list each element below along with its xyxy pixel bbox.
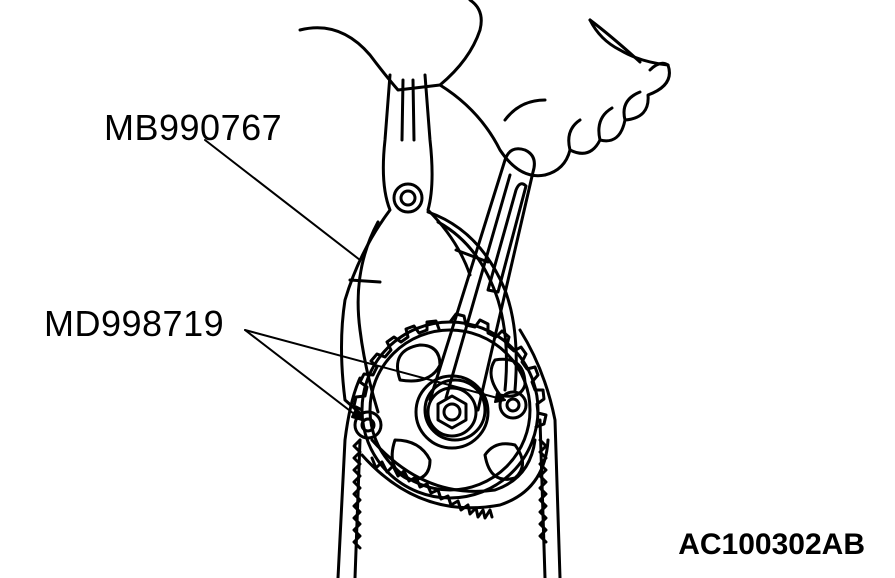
wrench <box>423 147 536 442</box>
leader-lines <box>204 139 506 421</box>
figure-id: AC100302AB <box>678 528 865 561</box>
camshaft-sprocket <box>352 312 548 500</box>
leader-md998719-left <box>244 329 363 421</box>
hand <box>298 0 671 178</box>
leader-md998719-right <box>244 329 506 401</box>
leader-mb990767 <box>204 139 361 261</box>
callout-mb990767: MB990767 <box>104 107 283 148</box>
callout-md998719: MD998719 <box>44 303 225 344</box>
